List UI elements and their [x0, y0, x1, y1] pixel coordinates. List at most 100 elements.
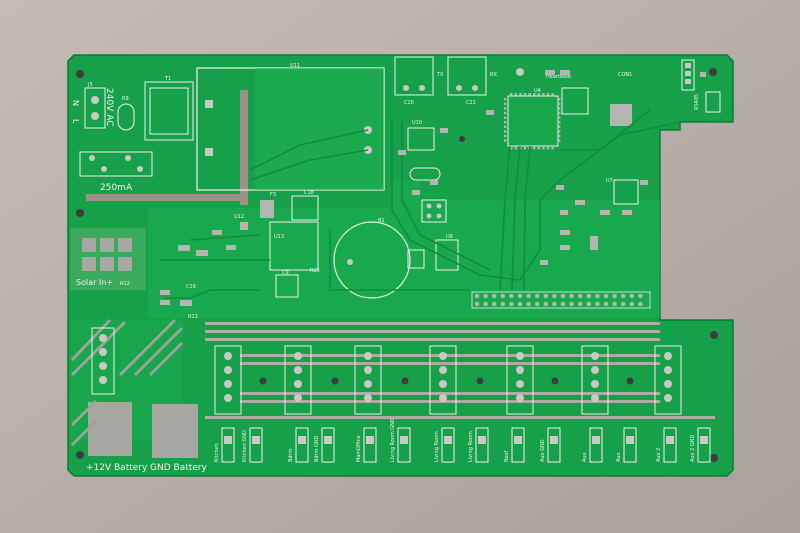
- u4-pin: [558, 130, 561, 133]
- solar-pad: [82, 257, 96, 271]
- gpio-pin: [552, 301, 557, 307]
- gpio-pin: [500, 293, 506, 299]
- label-rx: RX: [490, 72, 497, 78]
- gpio-pin: [586, 293, 592, 299]
- label-u4: U4: [534, 88, 541, 94]
- u4-pin: [558, 98, 561, 101]
- header-top-right-pins: [685, 63, 691, 84]
- gpio-pin: [620, 293, 626, 299]
- gpio-pin: [629, 293, 635, 299]
- u4-pin: [533, 93, 536, 96]
- mounting-hole: [76, 451, 84, 459]
- crystal: [409, 167, 441, 181]
- label-250ma: 250mA: [100, 183, 133, 193]
- label-c9: C9: [282, 270, 289, 276]
- u4-pin: [504, 116, 507, 119]
- u4-pin: [504, 125, 507, 128]
- u4-pin: [551, 93, 554, 96]
- u4-pin: [558, 134, 561, 138]
- label-u13: U13: [274, 234, 284, 240]
- out-label-11: Aux: [616, 452, 622, 462]
- u4-pin: [558, 121, 561, 124]
- gpio-pin: [595, 293, 600, 299]
- mounting-hole: [710, 454, 718, 462]
- pcb-traces: [160, 109, 681, 299]
- u4-pin: [514, 147, 517, 150]
- u13-regulator: [269, 221, 319, 271]
- gpio-pin: [526, 301, 531, 307]
- small-header: [421, 199, 447, 223]
- f3-fuse: [260, 200, 274, 218]
- solar-pad: [100, 238, 114, 252]
- header-pins: [99, 334, 107, 384]
- c18-cap: [291, 195, 319, 221]
- pad: [101, 166, 107, 172]
- gpio-pin: [603, 293, 609, 299]
- out-label-3: Bdrm GND: [314, 435, 320, 462]
- gpio-pin: [569, 293, 574, 299]
- gpio-pin: [517, 293, 523, 299]
- out-label-0: Kitchen: [214, 443, 220, 462]
- tx-connector: [394, 56, 434, 96]
- u4-pin: [519, 93, 522, 96]
- output-channel-pins: [224, 352, 672, 402]
- gpio-pin: [543, 301, 549, 307]
- smd-chip: [610, 104, 632, 126]
- u4-pin: [558, 107, 561, 110]
- c9-cap: [275, 274, 299, 298]
- mounting-hole: [459, 136, 465, 142]
- out-label-10: Aux: [582, 452, 588, 462]
- label-b1: B1: [378, 218, 385, 224]
- gpio-pin: [474, 301, 480, 307]
- solar-pad: [82, 238, 96, 252]
- label-heartbeat: Heartbeat: [546, 74, 571, 80]
- isolation-slot: [240, 90, 248, 205]
- gpio-pin: [638, 301, 643, 307]
- gpio-pin: [629, 301, 635, 307]
- u4-pin: [546, 93, 550, 96]
- u4-pins: [504, 93, 561, 150]
- t1-inner: [149, 87, 189, 135]
- out-label-13: Aux 2 GND: [690, 434, 696, 462]
- out-label-6: Living Room: [434, 431, 440, 462]
- u7-chip: [613, 179, 639, 205]
- channel-holes: [259, 377, 634, 385]
- u4-pin: [504, 102, 507, 105]
- label-240v-ac: 240V AC: [104, 88, 114, 126]
- out-label-4: MainOffice: [356, 435, 362, 462]
- gpio-pin: [509, 293, 514, 299]
- gpio-pin: [534, 293, 540, 299]
- b1-center: [347, 259, 353, 265]
- label-con1: CON1: [618, 72, 632, 78]
- label-l: L: [71, 119, 80, 124]
- gpio-pin: [517, 301, 523, 307]
- rx-pad: [456, 85, 462, 91]
- label-rs485: RS485: [694, 94, 700, 110]
- gpio-pin: [500, 301, 506, 307]
- isolation-slot-h: [86, 194, 246, 201]
- gpio-pin: [560, 301, 566, 307]
- pad: [125, 155, 131, 161]
- gpio-header: [471, 291, 651, 309]
- u4-pin: [504, 134, 507, 138]
- gpio-pin: [491, 301, 497, 307]
- u4-pin: [504, 111, 507, 115]
- label-c20: C20: [404, 100, 414, 106]
- u4-pin: [510, 147, 513, 150]
- gpio-pin: [569, 301, 574, 307]
- fuse-block: [79, 151, 153, 177]
- gpio-pin: [509, 301, 514, 307]
- battery-pad-block: [152, 404, 198, 458]
- u11-body: [255, 68, 384, 190]
- label-u10: U10: [412, 120, 422, 126]
- u4-pin: [504, 107, 507, 110]
- out-label-12: Aux 2: [656, 448, 662, 462]
- label-u9: U9: [446, 234, 453, 240]
- label-tx: TX: [436, 72, 444, 78]
- u4-pin: [504, 121, 507, 124]
- gpio-pin: [612, 301, 617, 307]
- b1-coin-cell: [333, 221, 411, 299]
- label-j5: J5: [87, 82, 93, 88]
- tx-pad: [403, 85, 409, 91]
